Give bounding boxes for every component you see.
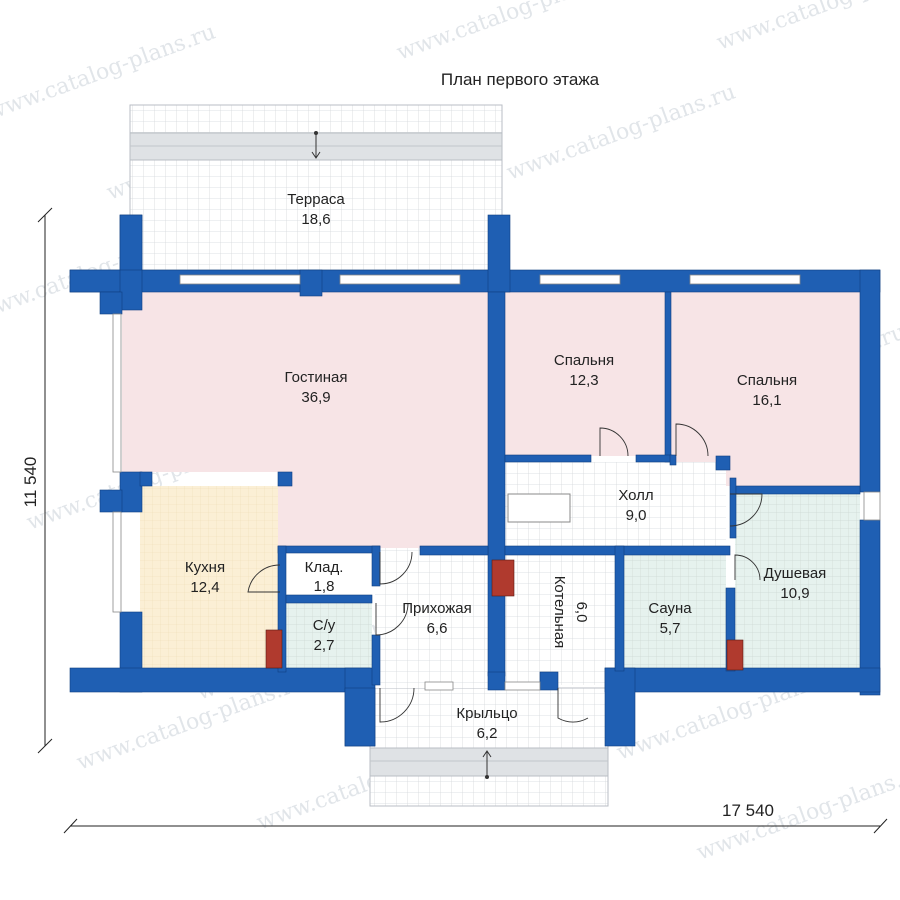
watermark: www.catalog-plans.ru bbox=[504, 80, 739, 186]
door-bedroom2 bbox=[675, 423, 709, 457]
label-boiler-name: Котельная bbox=[551, 576, 568, 649]
door-entry-living bbox=[379, 551, 413, 585]
room-living bbox=[122, 292, 490, 472]
label-porch-name: Крыльцо bbox=[456, 705, 517, 722]
label-pantry-area: 1,8 bbox=[314, 578, 335, 595]
label-kitchen-area: 12,4 bbox=[190, 579, 219, 596]
label-sauna-area: 5,7 bbox=[660, 620, 681, 637]
label-terrace-name: Терраса bbox=[287, 191, 345, 208]
room-porch bbox=[369, 687, 609, 807]
label-hall-name: Холл bbox=[618, 487, 653, 504]
label-boiler-area: 6,0 bbox=[573, 602, 590, 623]
label-porch-area: 6,2 bbox=[477, 725, 498, 742]
door-shower bbox=[729, 493, 763, 527]
label-bedroom2-name: Спальня bbox=[737, 372, 797, 389]
label-terrace-area: 18,6 bbox=[301, 211, 330, 228]
dimension-width-label: 17 540 bbox=[722, 801, 774, 820]
dimension-width: 17 540 bbox=[63, 801, 888, 834]
room-terrace bbox=[129, 104, 503, 271]
label-wc-name: С/у bbox=[313, 617, 336, 634]
windows bbox=[112, 274, 881, 691]
room-pantry bbox=[286, 552, 372, 595]
label-shower-area: 10,9 bbox=[780, 585, 809, 602]
label-bedroom2-area: 16,1 bbox=[752, 392, 781, 409]
label-kitchen-name: Кухня bbox=[185, 559, 225, 576]
door-sauna bbox=[734, 554, 761, 581]
label-wc-area: 2,7 bbox=[314, 637, 335, 654]
label-bedroom1-area: 12,3 bbox=[569, 372, 598, 389]
room-bedroom2 bbox=[670, 292, 860, 486]
sauna-stove bbox=[726, 639, 744, 671]
watermark: www.catalog-plans.ru bbox=[394, 0, 629, 66]
boiler-chimney bbox=[491, 559, 515, 597]
kitchen-stove bbox=[265, 629, 283, 669]
label-hall-area: 9,0 bbox=[626, 507, 647, 524]
door-bedroom1 bbox=[599, 427, 629, 457]
label-entry-area: 6,6 bbox=[427, 620, 448, 637]
dimension-height: 11 540 bbox=[21, 207, 53, 754]
dimension-height-label: 11 540 bbox=[21, 457, 40, 508]
room-living-lower bbox=[278, 472, 490, 548]
porch-steps bbox=[369, 747, 609, 777]
label-living-name: Гостиная bbox=[285, 369, 348, 386]
room-labels: Терраса 18,6 Гостиная 36,9 Спальня 12,3 … bbox=[185, 191, 826, 742]
label-pantry-name: Клад. bbox=[305, 559, 344, 576]
door-porch-right bbox=[557, 688, 589, 723]
walls bbox=[69, 214, 881, 747]
label-bedroom1-name: Спальня bbox=[554, 352, 614, 369]
plan-title: План первого этажа bbox=[441, 70, 600, 89]
stoves bbox=[265, 559, 744, 671]
label-living-area: 36,9 bbox=[301, 389, 330, 406]
room-bedroom1 bbox=[505, 292, 665, 456]
label-shower-name: Душевая bbox=[764, 565, 827, 582]
door-wc bbox=[375, 602, 409, 636]
watermark: www.catalog-plans.ru bbox=[714, 0, 900, 56]
door-porch-left bbox=[379, 687, 415, 723]
doors bbox=[247, 423, 763, 723]
label-entry-name: Прихожая bbox=[402, 600, 472, 617]
hall-fixture bbox=[507, 493, 571, 523]
door-pantry bbox=[247, 564, 281, 593]
label-sauna-name: Сауна bbox=[648, 600, 692, 617]
